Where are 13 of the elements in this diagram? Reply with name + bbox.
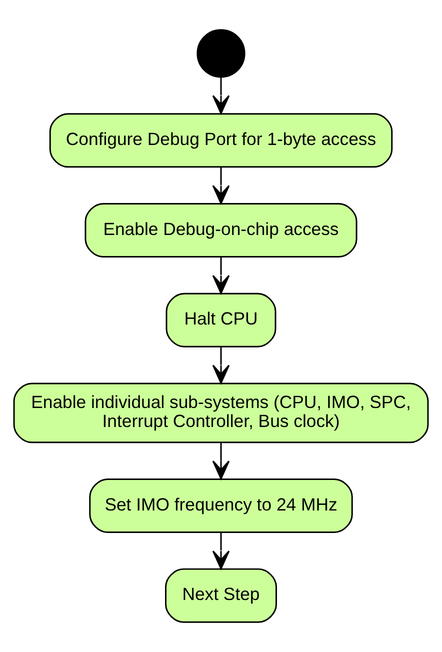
arrow (212, 256, 230, 294)
node-box: Next Step (165, 568, 277, 623)
arrow (212, 167, 230, 204)
arrow (212, 532, 230, 570)
arrow (212, 442, 230, 480)
node-box: Enable Debug-on-chip access (84, 202, 358, 258)
node-box: Set IMO frequency to 24 MHz (89, 478, 353, 533)
arrow (212, 347, 230, 384)
arrow (212, 77, 230, 114)
node-box: Configure Debug Port for 1-byte access (49, 113, 393, 168)
node-circle (196, 29, 246, 78)
node-box: Enable individual sub-systems (CPU, IMO, SPC, Interrupt Controller, Bus clock) (13, 382, 429, 444)
node-box: Halt CPU (166, 292, 276, 348)
